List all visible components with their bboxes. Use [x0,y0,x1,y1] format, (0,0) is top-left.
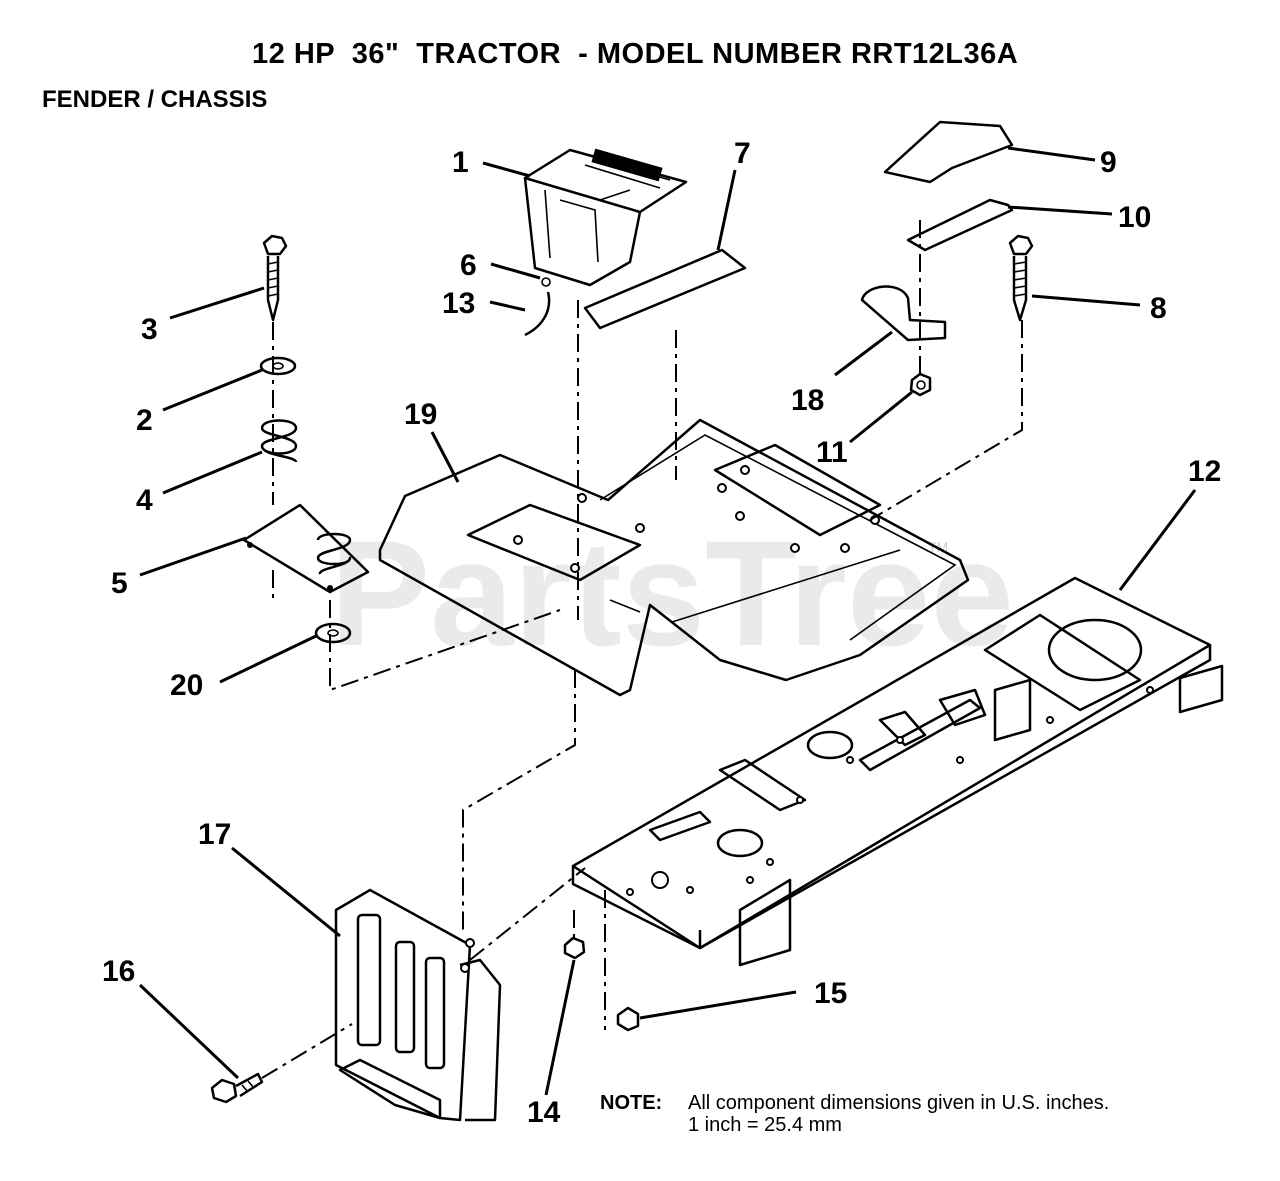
callout-7: 7 [734,137,751,170]
callout-20: 20 [170,669,203,702]
callout-15: 15 [814,977,847,1010]
part-18-clip [860,285,947,342]
part-17-panel [334,888,502,1122]
callout-18: 18 [791,384,824,417]
callout-11: 11 [816,436,848,469]
callout-3: 3 [141,313,158,346]
callout-9: 9 [1100,146,1117,179]
diagram-title: 12 HP 36" TRACTOR - MODEL NUMBER RRT12L3… [252,38,1019,70]
note-line-1: All component dimensions given in U.S. i… [688,1092,1110,1114]
callout-8: 8 [1150,292,1167,325]
part-12-frame [571,576,1224,967]
diagram-subtitle: FENDER / CHASSIS [42,86,268,113]
part-battery-box [523,148,688,287]
part-decal [583,248,747,330]
dimensions-note: NOTE: All component dimensions given in U… [600,1092,1109,1136]
part-15-nut [616,1006,640,1032]
callout-5: 5 [111,567,128,600]
part-8-bolt [1008,234,1034,322]
note-label: NOTE: [600,1092,663,1114]
part-14-nut [563,936,586,960]
alignment-lines [261,220,1023,1079]
callout-12: 12 [1188,455,1221,488]
part-3-bolt [262,234,288,322]
part-16-bolt [210,1072,264,1104]
part-6 [541,277,551,287]
part-10-plate [906,198,1014,252]
part-2-washer [259,356,297,376]
callout-16: 16 [102,955,135,988]
part-19-fender [378,418,970,697]
callout-17: 17 [198,818,231,851]
part-20-washer [314,622,352,644]
part-4-spring [260,419,298,463]
part-9-plate [883,120,1014,184]
part-11-nut [909,372,932,397]
part-5-plate [242,503,370,594]
callout-1: 1 [452,146,469,179]
callout-2: 2 [136,404,153,437]
callout-19: 19 [404,398,437,431]
callout-6: 6 [460,249,477,282]
callout-4: 4 [136,484,153,517]
callout-14: 14 [527,1096,561,1129]
callout-13: 13 [442,287,475,320]
note-line-2: 1 inch = 25.4 mm [688,1114,842,1136]
part-13-wire [524,291,551,337]
leader-lines [138,146,1197,1096]
callout-numbers: 1 2 3 4 5 6 7 8 9 10 11 12 13 14 15 16 1… [102,137,1221,1129]
callout-10: 10 [1118,201,1151,234]
